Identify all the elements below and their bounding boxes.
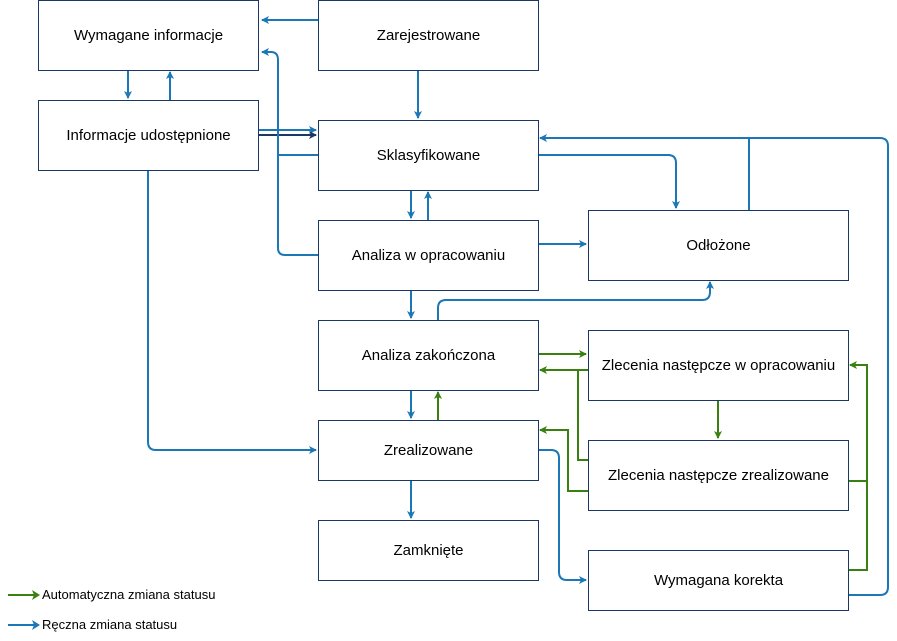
node-label: Odłożone bbox=[686, 237, 751, 254]
node-label: Zarejestrowane bbox=[376, 27, 481, 44]
node-label: Wymagana korekta bbox=[653, 572, 784, 589]
node-zrealizowane: Zrealizowane bbox=[318, 420, 539, 481]
node-label: Zamknięte bbox=[393, 542, 464, 559]
edge-zrealizowane-to-korekta bbox=[538, 449, 587, 584]
node-wymagane-informacje: Wymagane informacje bbox=[38, 0, 259, 71]
legend-automatic-label: Automatyczna zmiana statusu bbox=[42, 587, 216, 602]
edge-zlecenia-zreal-to-zlecenia bbox=[848, 361, 868, 482]
node-label: Analiza w opracowaniu bbox=[351, 247, 506, 264]
node-odlozone: Odłożone bbox=[588, 210, 849, 281]
node-zamkniete: Zamknięte bbox=[318, 520, 539, 581]
green-arrow-icon bbox=[8, 589, 40, 600]
node-sklasyfikowane: Sklasyfikowane bbox=[318, 120, 539, 191]
edge-korekta-to-sklasyfikowane bbox=[539, 134, 889, 596]
blue-arrow-icon bbox=[8, 619, 40, 630]
legend-manual: Ręczna zmiana statusu bbox=[8, 617, 177, 632]
edge-zlecenia-zreal-to-zrealizowane bbox=[539, 426, 588, 492]
node-label: Wymagane informacje bbox=[73, 27, 224, 44]
edge-zlecenia-zrealizowane-join bbox=[577, 370, 588, 461]
node-analiza-w-opracowaniu: Analiza w opracowaniu bbox=[318, 220, 539, 291]
node-informacje-udostepnione: Informacje udostępnione bbox=[38, 100, 259, 171]
node-zlecenia-w-opracowaniu: Zlecenia następcze w opracowaniu bbox=[588, 330, 849, 401]
node-label: Sklasyfikowane bbox=[376, 147, 481, 164]
node-analiza-zakonczona: Analiza zakończona bbox=[318, 320, 539, 391]
edge-korekta-to-zlecenia bbox=[848, 481, 868, 571]
edge-zakonczona-to-odlozone bbox=[437, 281, 714, 320]
legend-manual-label: Ręczna zmiana statusu bbox=[42, 617, 178, 632]
node-label: Analiza zakończona bbox=[361, 347, 496, 364]
node-zarejestrowane: Zarejestrowane bbox=[318, 0, 539, 71]
node-label: Zrealizowane bbox=[383, 442, 474, 459]
edge-udostepnione-to-zrealizowane bbox=[147, 170, 317, 454]
legend-automatic: Automatyczna zmiana statusu bbox=[8, 587, 215, 602]
edge-analiza-to-wymagane bbox=[261, 48, 318, 256]
node-wymagana-korekta: Wymagana korekta bbox=[588, 550, 849, 611]
edge-sklasyfikowane-to-odlozone bbox=[538, 154, 680, 209]
node-label: Zlecenia następcze zrealizowane bbox=[608, 467, 829, 484]
node-zlecenia-zrealizowane: Zlecenia następcze zrealizowane bbox=[588, 440, 849, 511]
node-label: Zlecenia następcze w opracowaniu bbox=[601, 357, 836, 374]
node-label: Informacje udostępnione bbox=[66, 127, 231, 144]
